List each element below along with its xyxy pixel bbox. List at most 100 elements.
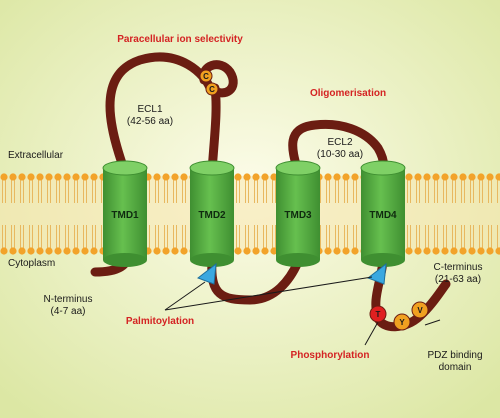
lipid-head xyxy=(81,247,89,255)
thr-letter: T xyxy=(376,310,381,319)
lipid-head xyxy=(72,247,80,255)
tmd4-body xyxy=(361,168,405,260)
tmd4-label: TMD4 xyxy=(369,210,397,221)
tmd3-bottom xyxy=(276,253,320,267)
lipid-head xyxy=(324,173,332,181)
lipid-head xyxy=(90,173,98,181)
tmd4-bottom xyxy=(361,253,405,267)
val-letter: V xyxy=(417,306,423,315)
cytoplasm-label: Cytoplasm xyxy=(8,258,55,269)
oligomerisation-label: Oligomerisation xyxy=(310,88,386,99)
threonine-residue: T xyxy=(369,305,387,323)
palmitoyl-marker-2 xyxy=(366,262,387,285)
lipid-head xyxy=(468,247,476,255)
tmd1-body xyxy=(103,168,147,260)
phospho-pointer xyxy=(364,321,379,346)
lipid-head xyxy=(153,173,161,181)
lipid-head xyxy=(171,173,179,181)
lipid-head xyxy=(432,173,440,181)
lipid-head xyxy=(414,247,422,255)
lipid-head xyxy=(252,247,260,255)
ecl2-range-label: (10-30 aa) xyxy=(317,149,363,160)
lipid-head xyxy=(477,173,485,181)
lipid-head xyxy=(180,247,188,255)
lipid-head xyxy=(333,173,341,181)
lipid-head xyxy=(171,247,179,255)
tmd2-body xyxy=(190,168,234,260)
ecl1-name-label: ECL1 xyxy=(137,104,162,115)
tmd1-helix: TMD1 xyxy=(102,160,148,267)
palmitoyl-marker-1 xyxy=(196,262,217,285)
lipid-head xyxy=(342,247,350,255)
ecl2-name-label: ECL2 xyxy=(327,137,352,148)
lipid-head xyxy=(18,173,26,181)
pdz-pointer xyxy=(424,319,441,326)
pdz-label-line2: domain xyxy=(439,362,472,373)
lipid-head xyxy=(477,247,485,255)
tmd1-top xyxy=(102,160,148,176)
phosphorylation-label: Phosphorylation xyxy=(291,350,370,361)
lipid-head xyxy=(351,247,359,255)
lipid-head xyxy=(405,247,413,255)
lipid-head xyxy=(441,247,449,255)
lipid-head xyxy=(243,247,251,255)
lipid-head xyxy=(270,247,278,255)
lipid-head xyxy=(324,247,332,255)
annotation-lines xyxy=(164,276,441,346)
lipid-head xyxy=(153,247,161,255)
lipid-head xyxy=(270,173,278,181)
pdz-label-line1: PDZ binding xyxy=(427,350,482,361)
tyrosine-residue: Y xyxy=(393,313,411,331)
c-terminus-label: C-terminus xyxy=(434,262,483,273)
lipid-head xyxy=(450,173,458,181)
lipid-head xyxy=(36,173,44,181)
tmd2-label: TMD2 xyxy=(198,210,226,221)
tmd3-top xyxy=(275,160,321,176)
lipid-head xyxy=(0,173,8,181)
palmitoyl-pointer-2 xyxy=(164,276,373,311)
c-range-label: (21-63 aa) xyxy=(435,274,481,285)
tmd2-top xyxy=(189,160,235,176)
lipid-head xyxy=(351,173,359,181)
lipid-head xyxy=(27,247,35,255)
tmd4-helix: TMD4 xyxy=(360,160,406,267)
lipid-head xyxy=(63,173,71,181)
lipid-head xyxy=(54,173,62,181)
lipid-head xyxy=(81,173,89,181)
lipid-head xyxy=(54,247,62,255)
cys1-letter: C xyxy=(203,72,209,81)
ecl1-chain-right xyxy=(207,83,221,177)
lipid-head xyxy=(234,173,242,181)
lipid-head xyxy=(261,247,269,255)
tmd3-label: TMD3 xyxy=(284,210,312,221)
lipid-head xyxy=(423,247,431,255)
tmd2-helix: TMD2 xyxy=(189,160,235,267)
lipid-head xyxy=(45,247,53,255)
lipid-head xyxy=(27,173,35,181)
n-terminus-label: N-terminus xyxy=(44,294,93,305)
lipid-head xyxy=(342,173,350,181)
tmd3-body xyxy=(276,168,320,260)
ecl1-chain-left xyxy=(105,52,215,177)
lipid-head xyxy=(45,173,53,181)
lipid-head xyxy=(432,247,440,255)
lipid-head xyxy=(243,173,251,181)
valine-residue: V xyxy=(411,301,429,319)
lipid-head xyxy=(162,173,170,181)
lipid-head xyxy=(180,173,188,181)
lipid-head xyxy=(495,173,500,181)
tmd4-top xyxy=(360,160,406,176)
lipid-head xyxy=(495,247,500,255)
cys2-letter: C xyxy=(209,85,215,94)
tmd3-helix: TMD3 xyxy=(275,160,321,267)
lipid-head xyxy=(441,173,449,181)
lipid-head xyxy=(414,173,422,181)
tyr-letter: Y xyxy=(399,318,405,327)
tmd1-label: TMD1 xyxy=(111,210,139,221)
lipid-head xyxy=(486,247,494,255)
ecl1-range-label: (42-56 aa) xyxy=(127,116,173,127)
lipid-head xyxy=(252,173,260,181)
lipid-heads-inner xyxy=(0,225,500,255)
